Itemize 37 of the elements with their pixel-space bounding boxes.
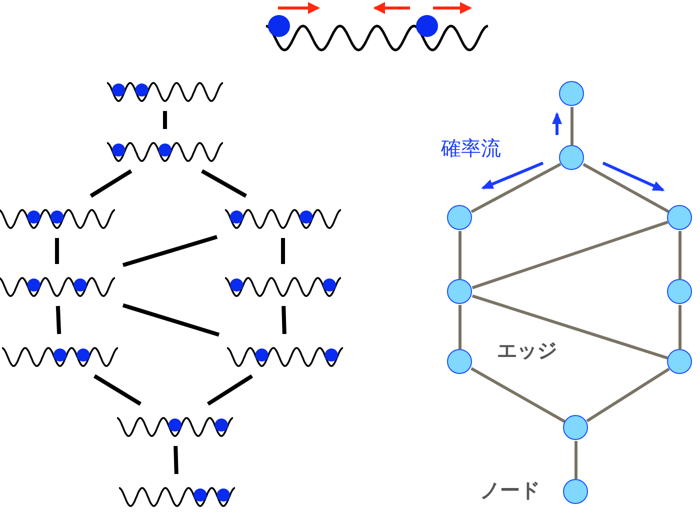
edge-line [472,220,668,290]
edge-line [201,169,247,198]
edge-line [678,305,682,349]
edge-line [122,234,218,268]
node-circle [667,205,692,230]
node-circle [447,279,472,304]
term-text: ノード [480,478,540,502]
edge-line [458,305,462,349]
edge-line [281,238,285,264]
edge-line [174,446,178,474]
edge-line [582,163,670,213]
node-circle [559,145,584,170]
edge-line [122,303,220,337]
edge-line [93,374,142,406]
term-text: エッジ [497,338,557,362]
node-circle [447,205,472,230]
node-circle [667,279,692,304]
edge-line [282,306,286,334]
edge-line [163,111,167,129]
node-circle [559,81,584,106]
edge-line [56,306,62,334]
edge-line [90,169,132,198]
edge-line [55,238,59,264]
edge-line [570,107,574,145]
probability-current-label: 確率流 [441,136,501,160]
node-circle [563,479,588,504]
edge-line [586,368,670,422]
node-circle [563,415,588,440]
edge-line [470,162,562,214]
edge-line [472,294,668,360]
edge-line [678,231,682,279]
node-circle [667,349,692,374]
edge-line [574,441,578,479]
node-circle [447,349,472,374]
edge-line [458,231,462,279]
edge-line [470,367,566,423]
edge-line [206,374,254,406]
